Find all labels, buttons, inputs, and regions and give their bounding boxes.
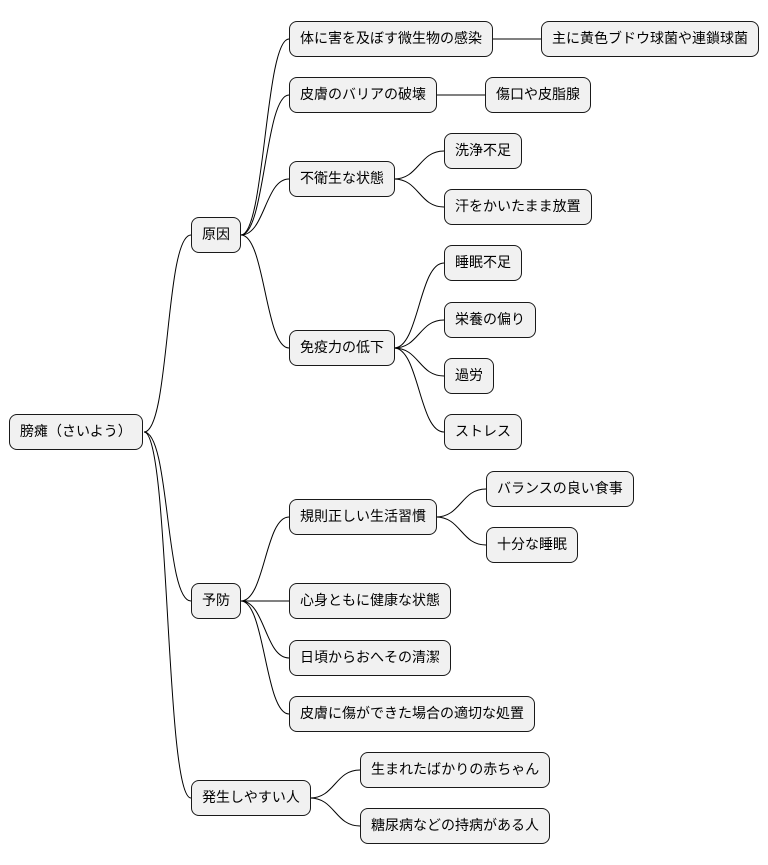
edge-prevention-navel [240,600,290,659]
cause-infection[interactable]: 体に害を及ぼす微生物の感染 [289,21,493,57]
edge-root-cause [143,234,192,433]
branch-at-risk[interactable]: 発生しやすい人 [191,780,311,816]
edge-immunity-overwork [393,347,445,377]
edge-atrisk-diabetes [309,797,361,827]
cause-infection-bacteria[interactable]: 主に黄色ブドウ球菌や連鎖球菌 [541,21,759,57]
cause-unhygienic-sweat[interactable]: 汗をかいたまま放置 [444,189,592,225]
edge-immunity-sleep [393,262,445,349]
edge-lifestyle-diet [435,488,487,518]
prevention-lifestyle[interactable]: 規則正しい生活習慣 [289,499,437,535]
cause-barrier-wound[interactable]: 傷口や皮脂腺 [485,77,591,113]
edge-root-prevention [143,431,192,602]
cause-skin-barrier[interactable]: 皮膚のバリアの破壊 [289,77,437,113]
atrisk-diabetes[interactable]: 糖尿病などの持病がある人 [360,808,550,844]
cause-immunity-overwork[interactable]: 過労 [444,358,494,394]
edge-unhygienic-sweat [393,178,445,208]
branch-prevention[interactable]: 予防 [191,583,241,619]
edge-unhygienic-washing [393,150,445,180]
prevention-navel[interactable]: 日頃からおへその清潔 [289,640,451,676]
branch-cause[interactable]: 原因 [191,217,241,253]
cause-immunity[interactable]: 免疫力の低下 [289,330,395,366]
cause-immunity-stress[interactable]: ストレス [444,414,522,450]
edge-cause-immunity [240,234,290,349]
cause-unhygienic[interactable]: 不衛生な状態 [289,161,395,197]
prevention-wound-care[interactable]: 皮膚に傷ができた場合の適切な処置 [289,696,535,732]
edge-cause-barrier [240,94,290,236]
edge-prevention-lifestyle [240,516,290,602]
cause-immunity-nutrition[interactable]: 栄養の偏り [444,302,536,338]
atrisk-newborns[interactable]: 生まれたばかりの赤ちゃん [360,752,551,788]
edge-root-at-risk [143,431,192,799]
prevention-lifestyle-diet[interactable]: バランスの良い食事 [486,471,634,507]
prevention-lifestyle-sleep[interactable]: 十分な睡眠 [486,527,578,563]
cause-immunity-sleep[interactable]: 睡眠不足 [444,245,522,281]
edge-cause-infection [240,38,290,236]
cause-unhygienic-washing[interactable]: 洗浄不足 [444,133,522,169]
edge-immunity-stress [393,347,445,433]
prevention-healthy[interactable]: 心身ともに健康な状態 [289,583,451,619]
root-node[interactable]: 膀瘫（さいよう） [9,414,143,450]
edge-cause-unhygienic [240,178,290,236]
edge-atrisk-newborns [309,769,361,799]
edge-prevention-wound-care [240,600,290,715]
edge-lifestyle-sleep [435,516,487,546]
edge-immunity-nutrition [393,319,445,349]
